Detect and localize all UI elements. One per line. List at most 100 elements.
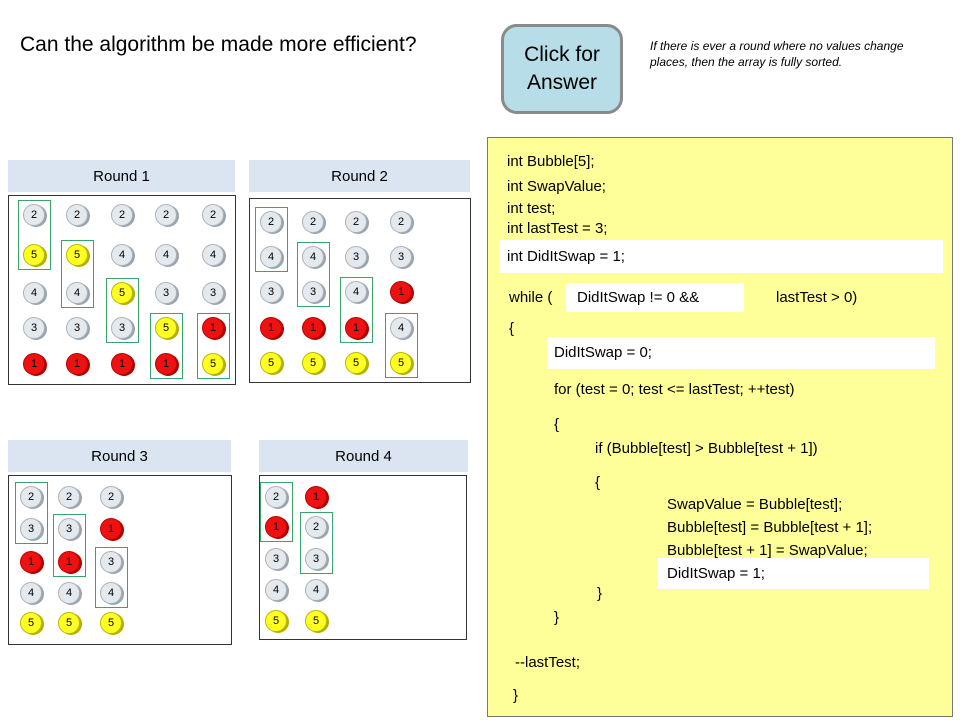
- ball-5: 5: [111, 282, 133, 304]
- answer-hint: If there is ever a round where no values…: [650, 39, 904, 69]
- ball-3: 3: [202, 282, 224, 304]
- ball-2: 2: [155, 204, 177, 226]
- ball-2: 2: [23, 204, 45, 226]
- code-decl-diditswap: int DidItSwap = 1;: [507, 248, 625, 265]
- round-2-header: Round 2: [249, 160, 470, 192]
- code-panel: int Bubble[5]; int SwapValue; int test; …: [487, 137, 953, 717]
- ball-5: 5: [260, 352, 282, 374]
- code-brace-close-if: }: [597, 585, 603, 602]
- ball-4: 4: [345, 281, 367, 303]
- ball-4: 4: [390, 317, 412, 339]
- ball-3: 3: [66, 317, 88, 339]
- compare-highlight: [197, 313, 230, 379]
- round-1-header: Round 1: [8, 160, 235, 192]
- code-while-cond1: DidItSwap != 0 &&: [577, 289, 700, 306]
- ball-5: 5: [58, 612, 80, 634]
- compare-highlight: [297, 242, 330, 307]
- compare-highlight: [18, 200, 51, 270]
- code-brace-close-while: }: [513, 687, 519, 704]
- question-title: Can the algorithm be made more efficient…: [20, 33, 417, 56]
- ball-1: 1: [66, 353, 88, 375]
- click-for-answer-button[interactable]: Click for Answer: [501, 24, 623, 114]
- code-decl-swapvalue: int SwapValue;: [507, 178, 606, 195]
- ball-4: 4: [58, 582, 80, 604]
- highlight-strip-set-swap: [657, 558, 929, 589]
- round-4-header: Round 4: [259, 440, 468, 472]
- round-3-title: Round 3: [91, 447, 148, 465]
- answer-button-line2: Answer: [526, 71, 598, 94]
- ball-2: 2: [305, 516, 327, 538]
- code-decl-bubble: int Bubble[5];: [507, 153, 595, 170]
- ball-2: 2: [345, 211, 367, 233]
- ball-2: 2: [111, 204, 133, 226]
- ball-5: 5: [390, 352, 412, 374]
- ball-1: 1: [23, 353, 45, 375]
- ball-4: 4: [111, 244, 133, 266]
- code-while-open: while (: [509, 289, 553, 306]
- code-brace-open-if: {: [595, 474, 601, 491]
- code-swap-line1: SwapValue = Bubble[test];: [667, 496, 843, 513]
- round-1-title: Round 1: [93, 167, 150, 185]
- ball-4: 4: [66, 282, 88, 304]
- code-brace-open-while: {: [509, 320, 515, 337]
- ball-4: 4: [100, 582, 122, 604]
- ball-5: 5: [265, 610, 287, 632]
- ball-3: 3: [20, 518, 42, 540]
- compare-highlight: [95, 547, 128, 608]
- ball-1: 1: [302, 317, 324, 339]
- ball-4: 4: [305, 579, 327, 601]
- ball-1: 1: [390, 281, 412, 303]
- compare-highlight: [260, 482, 293, 542]
- ball-4: 4: [265, 579, 287, 601]
- compare-highlight: [300, 512, 333, 574]
- ball-4: 4: [302, 246, 324, 268]
- round-2-title: Round 2: [331, 167, 388, 185]
- ball-3: 3: [390, 246, 412, 268]
- ball-5: 5: [345, 352, 367, 374]
- code-for-line: for (test = 0; test <= lastTest; ++test): [554, 381, 795, 398]
- ball-2: 2: [58, 486, 80, 508]
- highlight-strip-didit-decl: [499, 240, 943, 273]
- ball-3: 3: [155, 282, 177, 304]
- ball-4: 4: [23, 282, 45, 304]
- ball-3: 3: [305, 548, 327, 570]
- code-set-diditswap: DidItSwap = 1;: [667, 565, 765, 582]
- code-decrement-lasttest: --lastTest;: [515, 654, 581, 671]
- ball-5: 5: [66, 244, 88, 266]
- round-3-header: Round 3: [8, 440, 231, 472]
- ball-1: 1: [345, 317, 367, 339]
- compare-highlight: [106, 278, 139, 343]
- compare-highlight: [61, 240, 94, 308]
- code-reset-diditswap: DidItSwap = 0;: [554, 344, 652, 361]
- code-decl-test: int test;: [507, 200, 556, 217]
- code-swap-line3: Bubble[test + 1] = SwapValue;: [667, 542, 868, 559]
- compare-highlight: [15, 482, 48, 544]
- ball-5: 5: [302, 352, 324, 374]
- ball-3: 3: [302, 281, 324, 303]
- ball-1: 1: [100, 518, 122, 540]
- ball-1: 1: [155, 353, 177, 375]
- ball-2: 2: [265, 486, 287, 508]
- ball-4: 4: [20, 582, 42, 604]
- answer-button-line1: Click for: [524, 43, 600, 66]
- ball-2: 2: [302, 211, 324, 233]
- ball-1: 1: [260, 317, 282, 339]
- highlight-strip-reset: [547, 337, 935, 369]
- ball-2: 2: [260, 211, 282, 233]
- ball-2: 2: [100, 486, 122, 508]
- ball-5: 5: [155, 317, 177, 339]
- round-4-title: Round 4: [335, 447, 392, 465]
- ball-1: 1: [58, 551, 80, 573]
- ball-3: 3: [111, 317, 133, 339]
- highlight-strip-while-cond: [566, 283, 744, 312]
- ball-1: 1: [202, 317, 224, 339]
- ball-2: 2: [390, 211, 412, 233]
- ball-3: 3: [23, 317, 45, 339]
- code-brace-open-for: {: [554, 416, 560, 433]
- ball-3: 3: [58, 518, 80, 540]
- code-if-line: if (Bubble[test] > Bubble[test + 1]): [595, 440, 818, 457]
- ball-5: 5: [305, 610, 327, 632]
